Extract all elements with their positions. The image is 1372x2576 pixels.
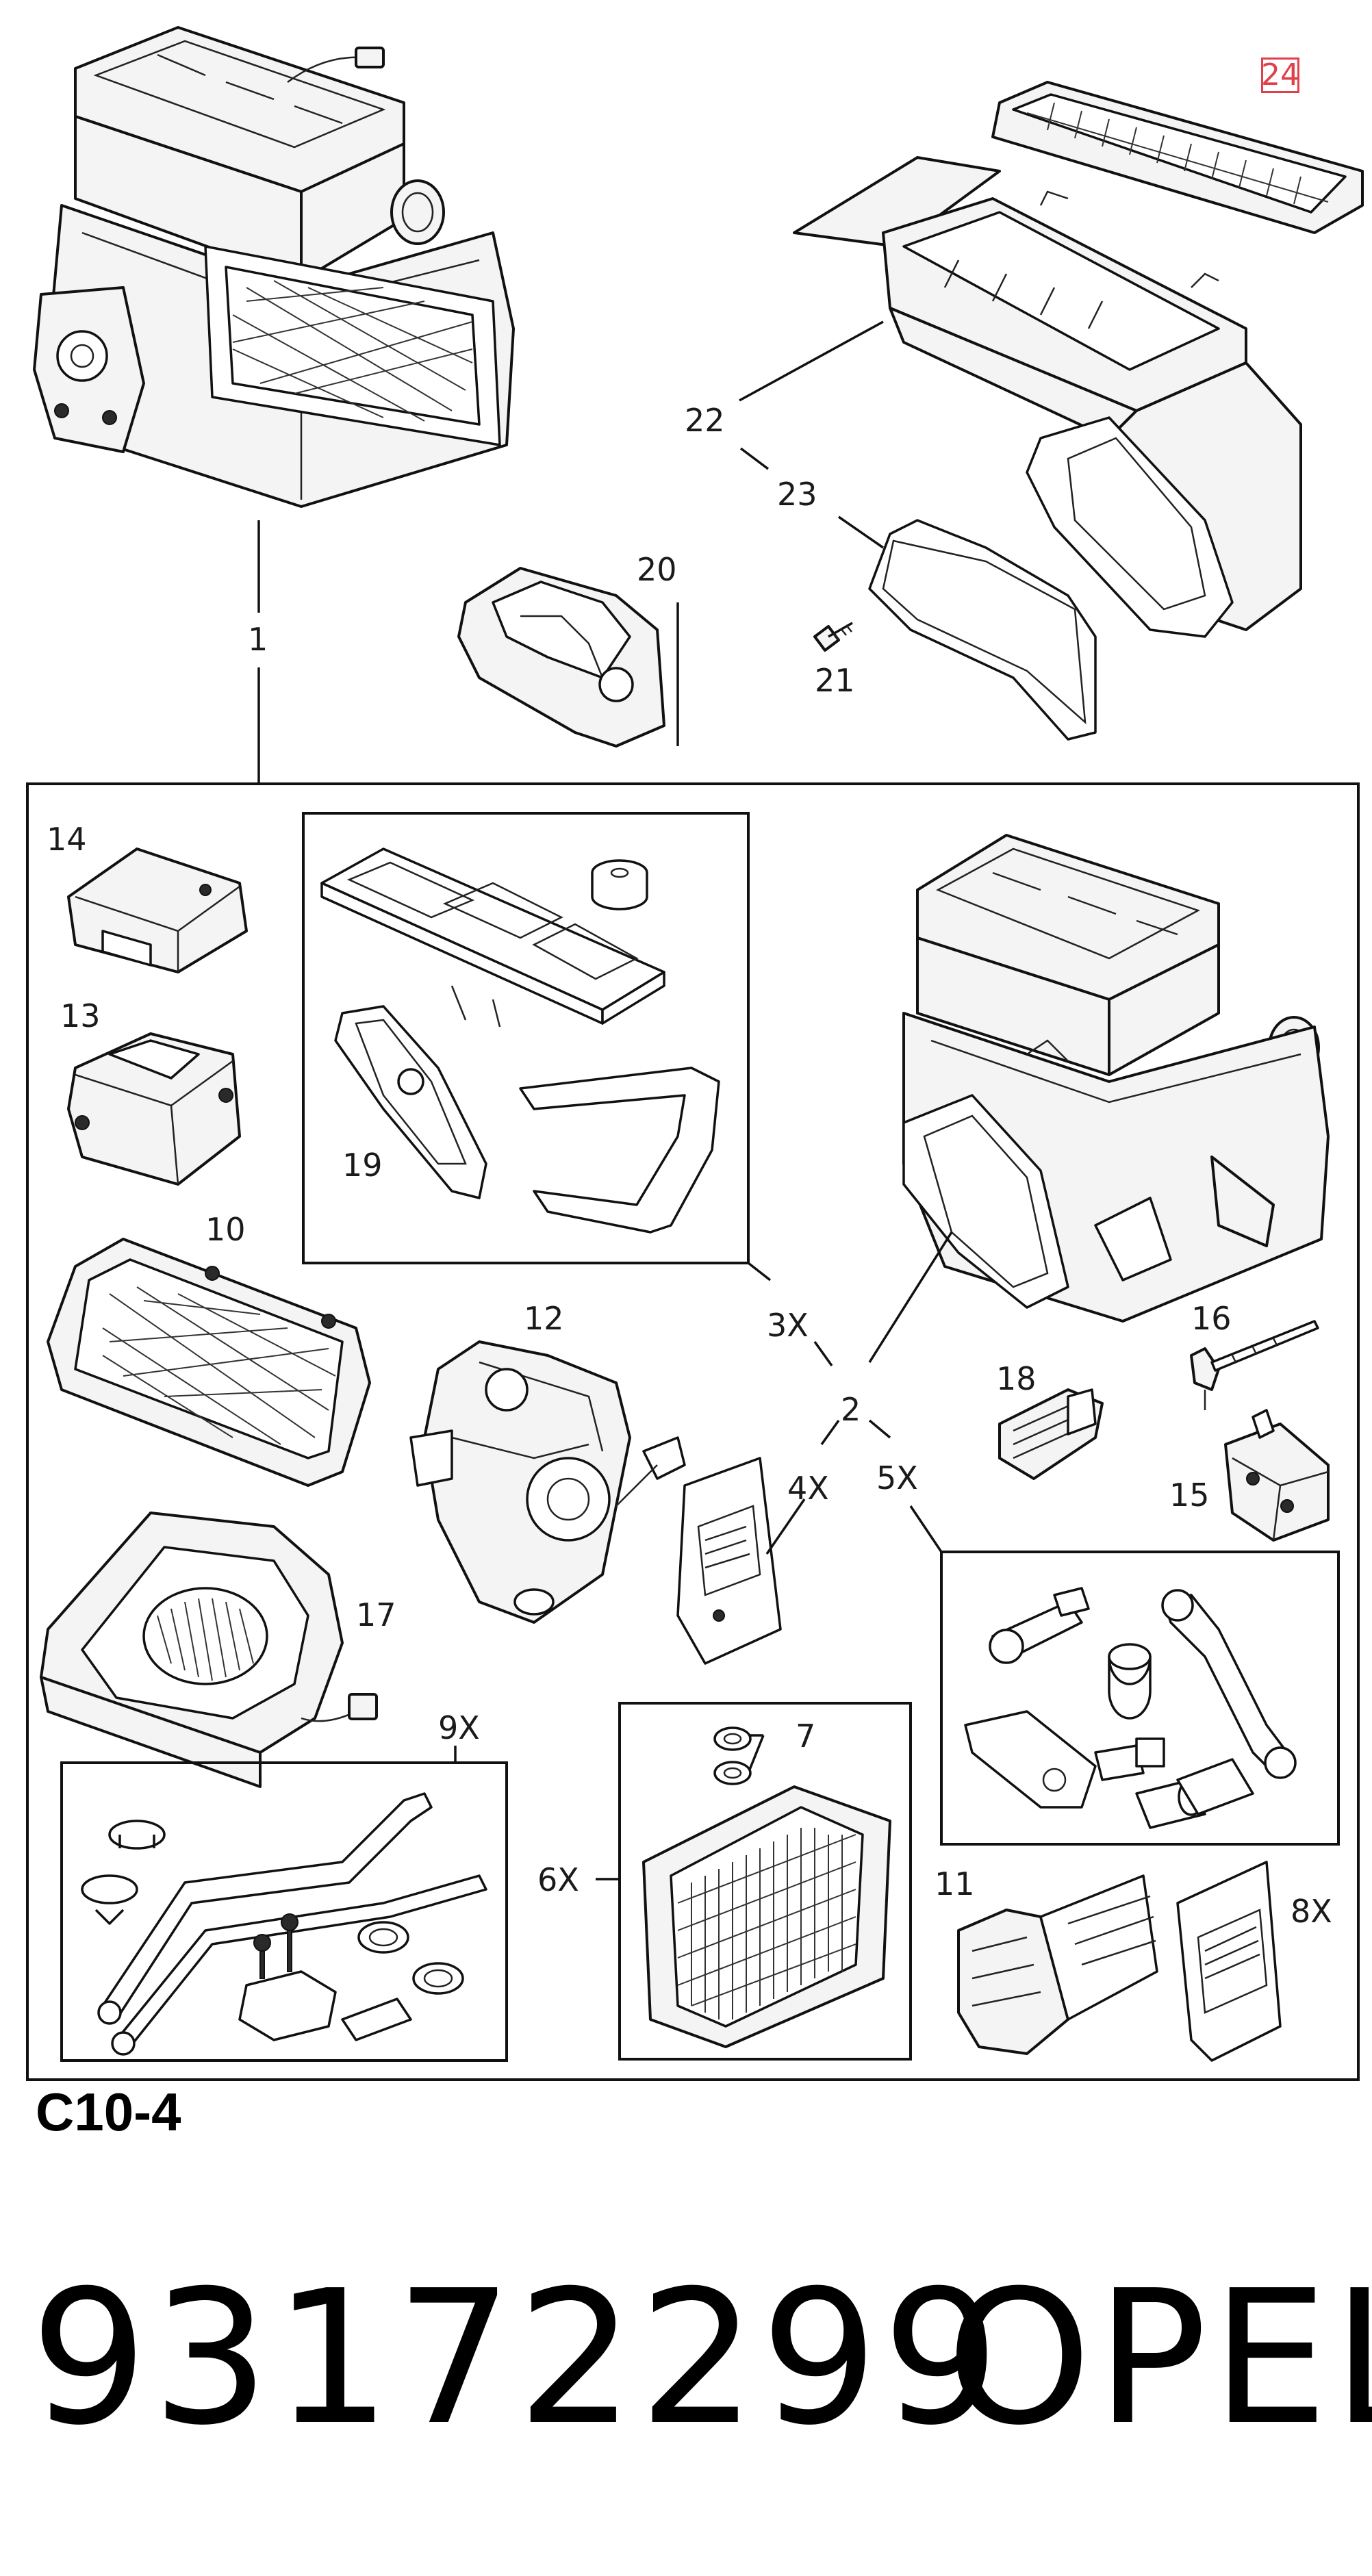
part-23-seal-illustration (868, 519, 1097, 741)
callout-6x: 6X (537, 1861, 579, 1898)
part-17-blower-illustration (40, 1512, 378, 1788)
part-2-housing-illustration (902, 834, 1330, 1323)
part-20-bracket-illustration (457, 567, 679, 748)
diagram-code-label: C10-4 (36, 2082, 181, 2142)
part-21-screw-illustration (813, 622, 853, 652)
linkage-kit-illustration (964, 1587, 1297, 1829)
callout-19: 19 (342, 1147, 383, 1184)
callout-12: 12 (524, 1300, 564, 1337)
pipe-kit-illustration (81, 1792, 487, 2056)
heater-core-kit-frame (618, 1702, 912, 2061)
callout-24: 24 (1261, 58, 1299, 92)
part-11-duct-illustration (957, 1874, 1158, 2055)
leader-22-23 (739, 447, 770, 470)
callout-24-highlight-box (1261, 58, 1299, 93)
callout-2: 2 (841, 1391, 861, 1428)
leader-23 (838, 515, 884, 549)
callout-13: 13 (60, 997, 101, 1034)
callout-22: 22 (685, 402, 725, 439)
callout-11: 11 (935, 1865, 975, 1902)
part-13-actuator-illustration (67, 1032, 241, 1186)
callout-8x: 8X (1291, 1893, 1332, 1930)
callout-20: 20 (637, 551, 677, 588)
leader-lines (454, 1232, 953, 1880)
part-8x-bag-illustration (1176, 1861, 1282, 2062)
callout-16: 16 (1191, 1300, 1232, 1337)
part-14-actuator-illustration (67, 847, 248, 973)
callout-3x: 3X (767, 1307, 809, 1344)
part-4x-bag-illustration (676, 1457, 782, 1665)
callout-9x: 9X (438, 1709, 480, 1746)
pipe-kit-frame (60, 1761, 508, 2062)
part-24-cabin-filter-illustration (991, 81, 1364, 234)
callout-23: 23 (777, 476, 817, 513)
callout-labels: 1 20 22 23 21 14 13 19 10 12 3X 2 16 18 … (47, 402, 1332, 1930)
part-16-sensor-illustration (1190, 1320, 1319, 1410)
callout-4x: 4X (787, 1470, 829, 1507)
gasket-kit-illustration (320, 847, 720, 1234)
callout-1: 1 (248, 621, 268, 658)
callout-14: 14 (47, 821, 87, 858)
callout-18: 18 (996, 1360, 1037, 1397)
kit-components-frame (26, 782, 1360, 2081)
part-12-flap-assembly-illustration (409, 1340, 686, 1624)
part-22-filter-housing-illustration (793, 156, 1302, 638)
part-number: 93172299 (30, 2250, 1004, 2466)
brand-name: OPEL (946, 2250, 1372, 2466)
leader-22 (739, 320, 884, 402)
callout-5x: 5X (876, 1459, 918, 1496)
callout-17: 17 (356, 1596, 396, 1633)
gasket-kit-frame (302, 812, 750, 1264)
linkage-kit-frame (940, 1551, 1340, 1846)
callout-7: 7 (796, 1718, 815, 1755)
callout-10: 10 (205, 1211, 246, 1248)
callout-15: 15 (1169, 1477, 1210, 1514)
callout-21: 21 (815, 662, 855, 699)
part-15-actuator-illustration (1224, 1409, 1330, 1542)
hvac-housing-assembly-illustration (33, 26, 515, 508)
part-18-resistor-illustration (998, 1388, 1104, 1480)
part-10-frame-illustration (47, 1238, 371, 1487)
heater-core-illustration (642, 1726, 891, 2048)
